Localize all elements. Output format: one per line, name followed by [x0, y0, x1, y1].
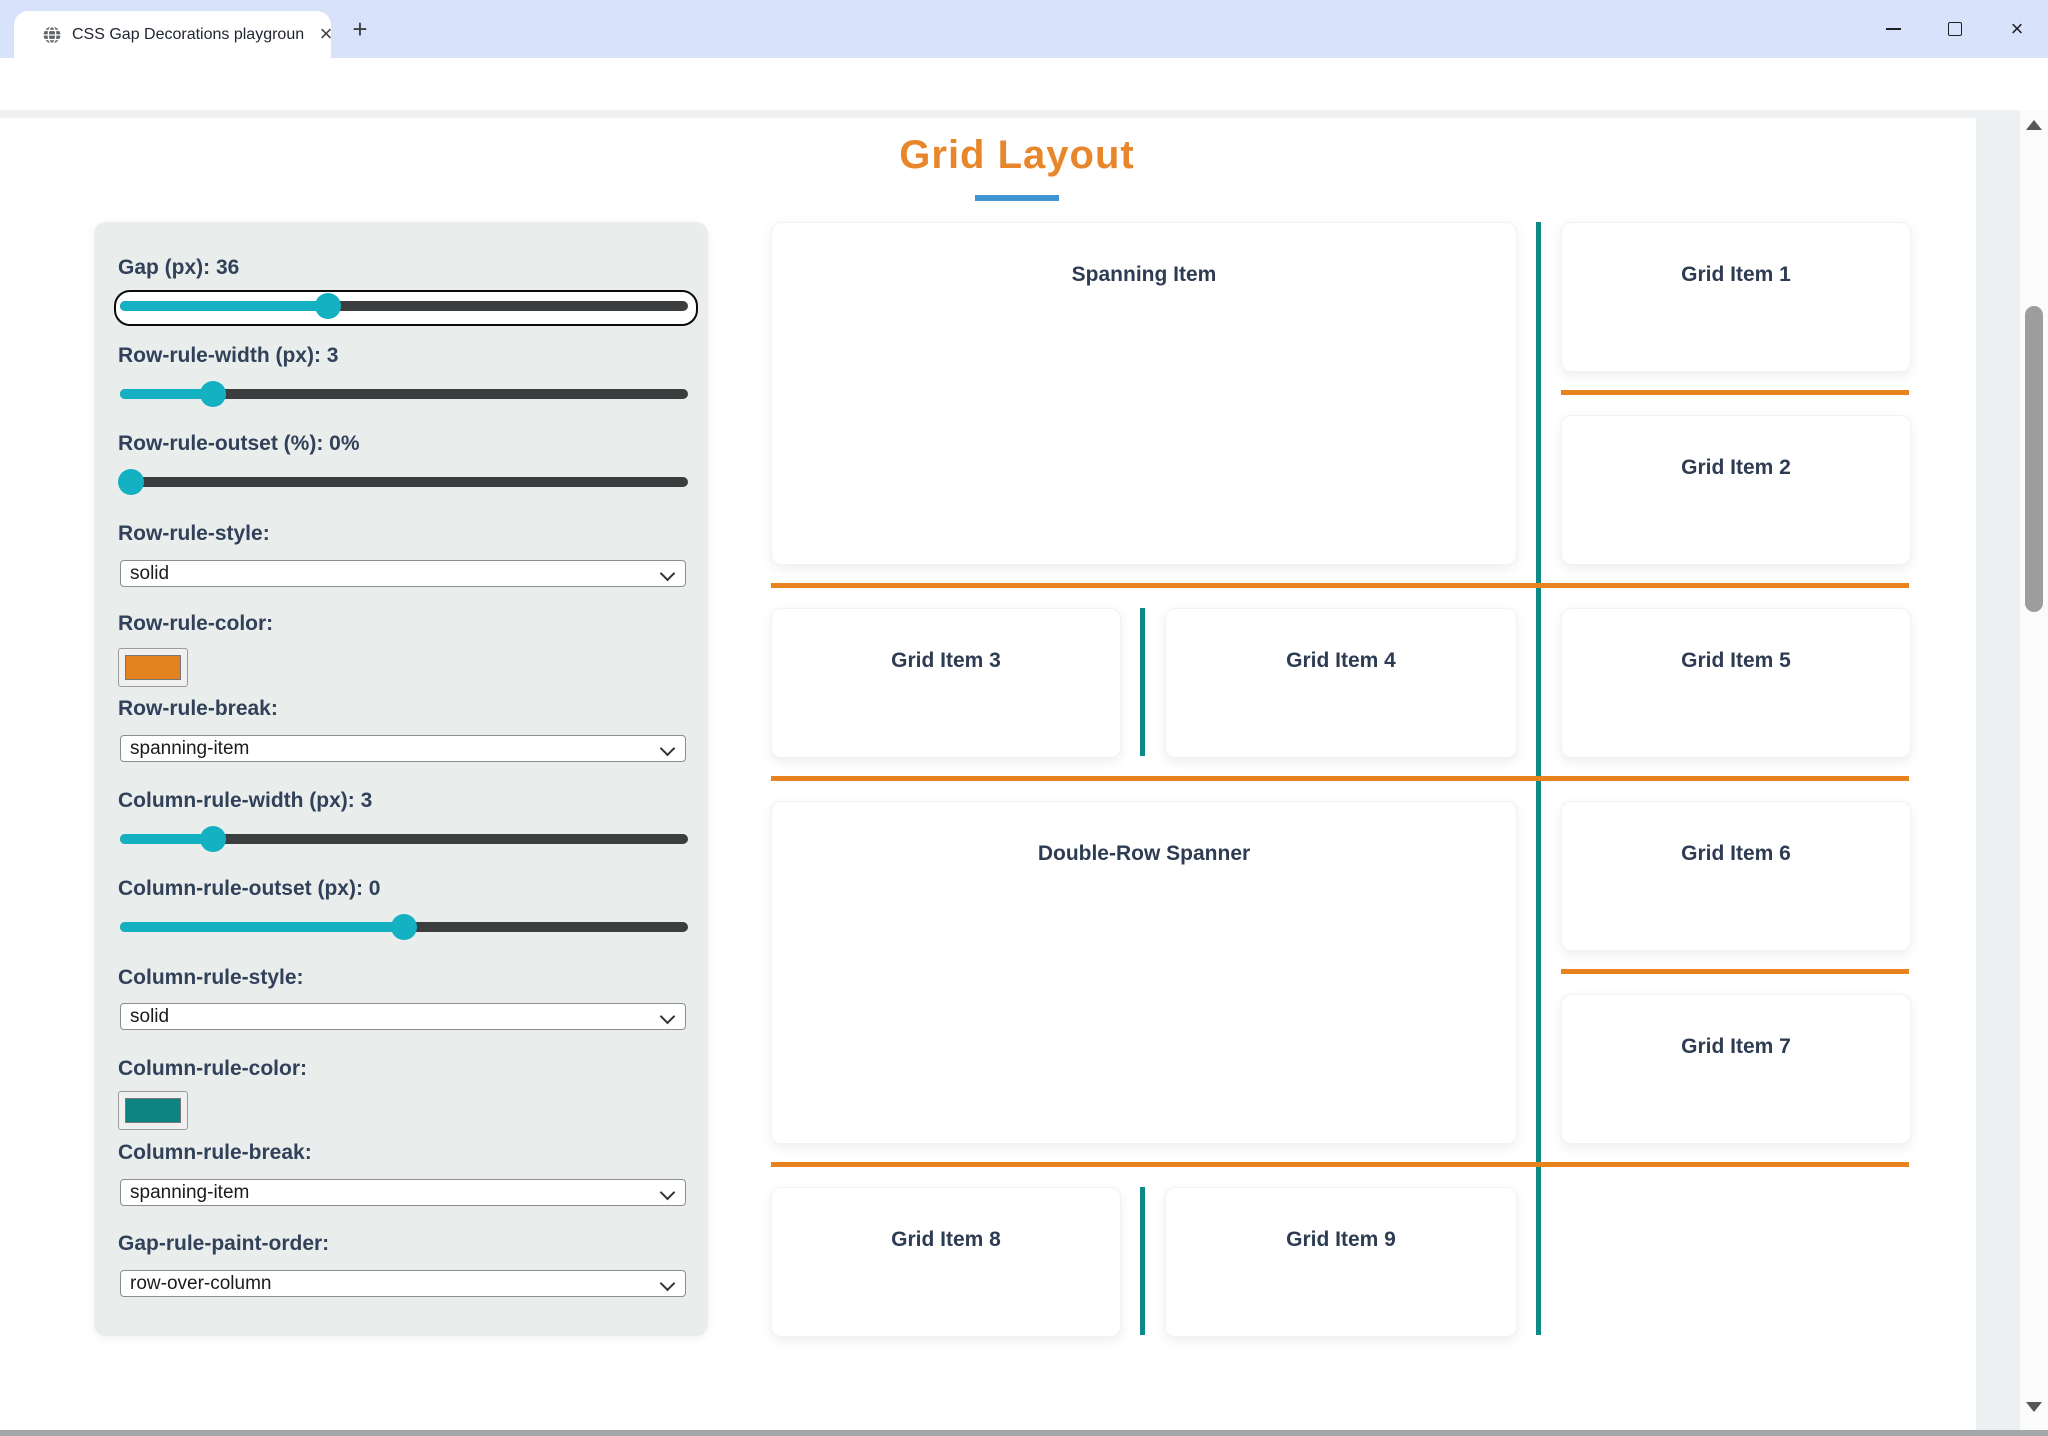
gap-rule-paint-order-value: row-over-column [130, 1273, 272, 1294]
controls-panel: Gap (px): 36 Row-rule-width (px): 3 Row-… [94, 222, 708, 1336]
row-rule-break-select[interactable]: spanning-item [120, 735, 686, 762]
row-rule-width-slider[interactable] [120, 381, 688, 407]
grid-card-item-1: Grid Item 1 [1561, 222, 1911, 372]
row-rule-outset-label: Row-rule-outset (%): 0% [118, 432, 360, 455]
chevron-down-icon [659, 1275, 676, 1292]
title-underline [975, 195, 1059, 201]
row-rule-line [1561, 969, 1909, 974]
column-rule-width-thumb[interactable] [200, 826, 227, 852]
card-label: Grid Item 9 [1286, 1228, 1396, 1251]
column-rule-style-select[interactable]: solid [120, 1003, 686, 1030]
window-minimize-button[interactable] [1862, 0, 1924, 58]
gap-rule-paint-order-label: Gap-rule-paint-order: [118, 1232, 330, 1255]
column-rule-style-value: solid [130, 1006, 170, 1027]
chevron-down-icon [659, 740, 676, 757]
column-rule-break-value: spanning-item [130, 1182, 250, 1203]
row-rule-break-label: Row-rule-break: [118, 697, 278, 720]
column-rule-break-label: Column-rule-break: [118, 1141, 312, 1164]
grid-card-double-row-spanner: Double-Row Spanner [771, 801, 1517, 1144]
row-rule-line [771, 1162, 1909, 1167]
gap-slider-thumb[interactable] [314, 293, 341, 319]
row-rule-width-thumb[interactable] [200, 381, 227, 407]
row-rule-color-swatch [125, 655, 181, 680]
chevron-down-icon [659, 565, 676, 582]
grid-card-item-5: Grid Item 5 [1561, 608, 1911, 758]
column-rule-width-label: Column-rule-width (px): 3 [118, 789, 373, 812]
scroll-down-arrow-icon[interactable] [2026, 1402, 2042, 1412]
grid-card-item-4: Grid Item 4 [1165, 608, 1517, 758]
scroll-up-arrow-icon[interactable] [2026, 120, 2042, 130]
tab-close-icon[interactable]: × [319, 21, 333, 46]
active-tab[interactable]: CSS Gap Decorations playgroun × [14, 11, 332, 58]
grid-card-item-8: Grid Item 8 [771, 1187, 1121, 1337]
minimize-icon [1885, 28, 1901, 30]
column-rule-line [1140, 1187, 1145, 1335]
row-rule-color-label: Row-rule-color: [118, 612, 274, 635]
card-label: Grid Item 6 [1681, 842, 1791, 865]
grid-card-item-3: Grid Item 3 [771, 608, 1121, 758]
card-label: Grid Item 4 [1286, 649, 1396, 672]
chevron-down-icon [659, 1184, 676, 1201]
row-rule-style-label: Row-rule-style: [118, 522, 270, 545]
card-label: Grid Item 5 [1681, 649, 1791, 672]
row-rule-break-value: spanning-item [130, 738, 250, 759]
column-rule-line [1140, 608, 1145, 756]
page-right-gutter [1976, 118, 2020, 1431]
column-rule-style-label: Column-rule-style: [118, 966, 304, 989]
grid-card-spanning-item: Spanning Item [771, 222, 1517, 565]
row-rule-style-select[interactable]: solid [120, 560, 686, 587]
column-rule-color-swatch [125, 1098, 181, 1123]
scrollbar-thumb[interactable] [2025, 306, 2043, 612]
row-rule-color-picker[interactable] [118, 648, 188, 687]
new-tab-button[interactable]: + [352, 14, 368, 44]
vertical-scrollbar[interactable] [2020, 110, 2048, 1436]
grid-card-item-9: Grid Item 9 [1165, 1187, 1517, 1337]
browser-toolbar: microsoftedge.github.io/Demos/css-gap-de… [0, 58, 2048, 167]
gap-slider-label: Gap (px): 36 [118, 256, 240, 279]
gap-slider[interactable] [120, 293, 688, 319]
tab-title: CSS Gap Decorations playgroun [72, 26, 304, 43]
maximize-icon [1948, 22, 1962, 36]
chevron-down-icon [659, 1008, 676, 1025]
row-rule-outset-thumb[interactable] [118, 469, 145, 495]
card-label: Grid Item 8 [891, 1228, 1001, 1251]
column-rule-outset-slider[interactable] [120, 914, 688, 940]
close-icon: × [2010, 16, 2024, 41]
grid-card-item-6: Grid Item 6 [1561, 801, 1911, 951]
row-rule-style-value: solid [130, 563, 170, 584]
column-rule-outset-thumb[interactable] [391, 914, 417, 940]
gap-rule-paint-order-select[interactable]: row-over-column [120, 1270, 686, 1297]
page-title: Grid Layout [899, 133, 1135, 177]
column-rule-outset-label: Column-rule-outset (px): 0 [118, 877, 381, 900]
card-label: Grid Item 7 [1681, 1035, 1791, 1058]
page-content: Grid Layout Gap (px): 36 Row-rule-width … [0, 118, 2048, 1430]
row-rule-line [771, 583, 1909, 588]
row-rule-width-label: Row-rule-width (px): 3 [118, 344, 339, 367]
row-rule-outset-slider[interactable] [118, 469, 688, 495]
grid-card-item-2: Grid Item 2 [1561, 415, 1911, 565]
column-rule-color-picker[interactable] [118, 1091, 188, 1130]
card-label: Grid Item 2 [1681, 456, 1791, 479]
card-label: Grid Item 3 [891, 649, 1001, 672]
window-bottom-edge [0, 1430, 2048, 1436]
column-rule-width-slider[interactable] [120, 826, 688, 852]
row-rule-line [771, 776, 1909, 781]
window-maximize-button[interactable] [1924, 0, 1986, 58]
grid-card-item-7: Grid Item 7 [1561, 994, 1911, 1144]
card-label: Spanning Item [1071, 263, 1217, 286]
card-label: Grid Item 1 [1681, 263, 1791, 286]
column-rule-break-select[interactable]: spanning-item [120, 1179, 686, 1206]
row-rule-line [1561, 390, 1909, 395]
window-close-button[interactable]: × [1986, 0, 2048, 58]
card-label: Double-Row Spanner [1037, 842, 1251, 865]
column-rule-color-label: Column-rule-color: [118, 1057, 307, 1080]
tab-bar: CSS Gap Decorations playgroun × + × [0, 0, 2048, 58]
globe-favicon-icon [43, 26, 61, 44]
